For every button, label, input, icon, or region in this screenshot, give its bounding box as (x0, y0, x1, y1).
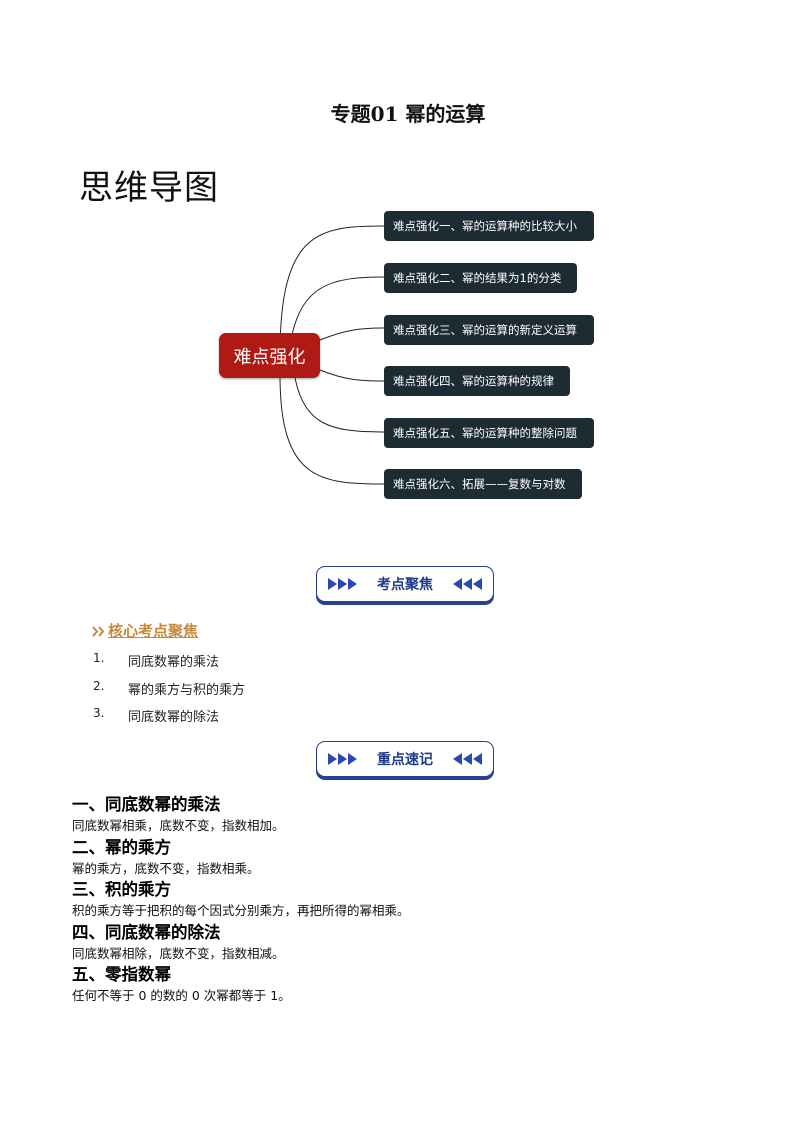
banner-label: 考点聚焦 (377, 577, 433, 593)
connector-3 (319, 327, 385, 341)
list-item: 2. 幂的乘方与积的乘方 (93, 679, 245, 707)
note-heading: 三、积的乘方 (72, 880, 171, 899)
list-number: 3. (93, 706, 105, 720)
mindmap-branch-2: 难点强化二、幂的结果为1的分类 (384, 263, 577, 293)
connector-2 (289, 276, 385, 346)
mindmap-branch-5: 难点强化五、幂的运算种的整除问题 (384, 418, 594, 448)
mindmap-branch-6: 难点强化六、拓展——复数与对数 (384, 469, 582, 499)
note-heading: 一、同底数幂的乘法 (72, 795, 221, 814)
note-heading: 二、幂的乘方 (72, 837, 171, 857)
core-points-list: 1. 同底数幂的乘法 2. 幂的乘方与积的乘方 3. 同底数幂的除法 (93, 651, 245, 734)
triple-arrow-left-icon (453, 753, 482, 765)
note-text: 任何不等于 0 的数的 0 次幂都等于 1。 (72, 988, 291, 1003)
page-title: 专题01 幂的运算 (330, 102, 486, 126)
note-text: 幂的乘方，底数不变，指数相乘。 (72, 860, 260, 876)
key-notes: 一、同底数幂的乘法 同底数幂相乘，底数不变，指数相加。 二、幂的乘方 幂的乘方，… (72, 794, 752, 1007)
list-text: 同底数幂的乘法 (128, 655, 220, 670)
mindmap-branch-1: 难点强化一、幂的运算种的比较大小 (384, 211, 594, 241)
list-number: 2. (93, 678, 105, 693)
mindmap-branch-3: 难点强化三、幂的运算的新定义运算 (384, 315, 594, 345)
section-banner-kaodian: 考点聚焦 (316, 566, 494, 602)
mindmap-root-node: 难点强化 (219, 333, 320, 378)
list-item: 1. 同底数幂的乘法 (93, 651, 245, 679)
connector-1 (279, 225, 385, 356)
note-heading: 五、零指数幂 (72, 965, 171, 984)
triple-arrow-right-icon (328, 578, 357, 590)
banner-label: 重点速记 (377, 752, 433, 768)
connector-5 (294, 377, 385, 433)
list-text: 同底数幂的除法 (128, 710, 220, 725)
mindmap-branch-4: 难点强化四、幂的运算种的规律 (384, 366, 570, 396)
list-text: 幂的乘方与积的乘方 (128, 682, 246, 698)
list-number: 1. (93, 651, 105, 665)
list-item: 3. 同底数幂的除法 (93, 706, 245, 734)
note-text: 同底数幂相乘，底数不变，指数相加。 (72, 818, 285, 833)
triple-arrow-right-icon (328, 753, 357, 765)
note-text: 同底数幂相除，底数不变，指数相减。 (72, 945, 285, 961)
connector-6 (279, 374, 385, 485)
core-heading-text: 核心考点聚焦 (108, 622, 199, 640)
note-heading: 四、同底数幂的除法 (72, 922, 221, 942)
connector-4 (319, 369, 385, 382)
double-chevron-icon (92, 622, 106, 640)
triple-arrow-left-icon (453, 578, 482, 590)
section-banner-zhongdian: 重点速记 (316, 741, 494, 777)
note-text: 积的乘方等于把积的每个因式分别乘方，再把所得的幂相乘。 (72, 903, 410, 918)
mindmap-heading: 思维导图 (79, 168, 219, 208)
core-points-heading: 核心考点聚焦 (92, 620, 198, 641)
